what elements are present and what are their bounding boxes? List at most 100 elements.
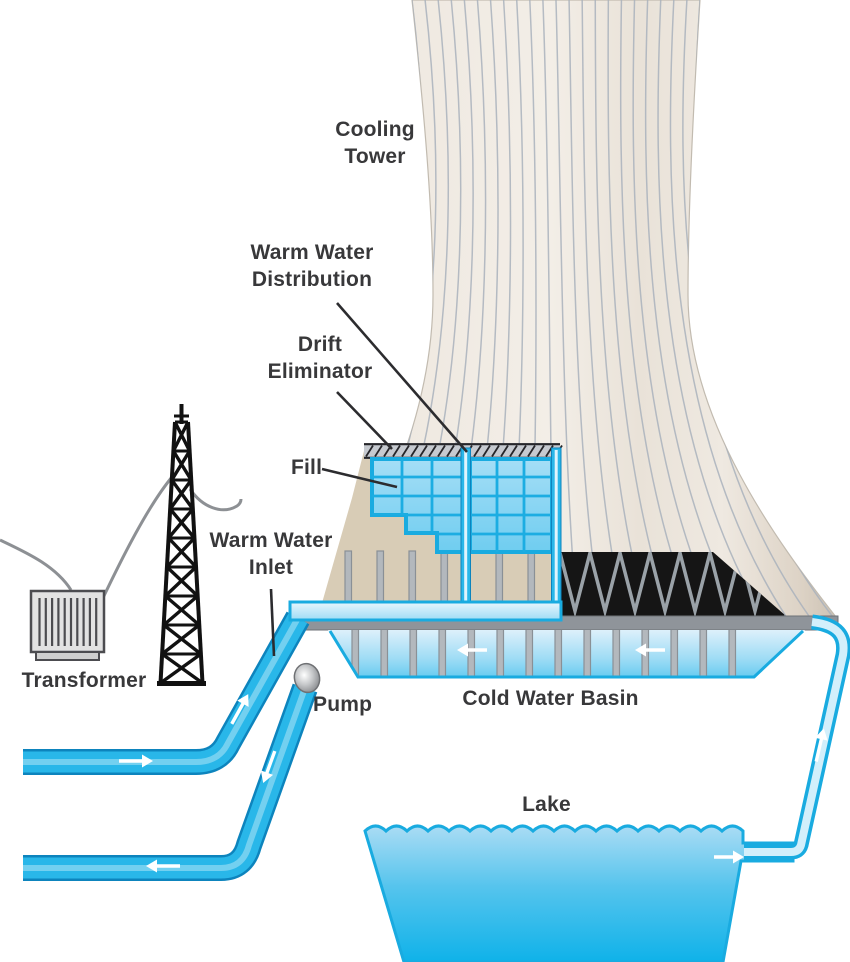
drift-eliminator-label-line2: Eliminator — [267, 360, 373, 383]
tower-brace — [161, 623, 201, 656]
leader-warm-water-inlet — [269, 588, 276, 657]
arrow-head — [142, 754, 153, 768]
fill-assembly — [370, 447, 562, 615]
basin-column — [525, 630, 534, 678]
warm-water-supply-arrow — [119, 754, 153, 768]
leader-warm-water-distribution — [336, 302, 468, 453]
arrow-head — [635, 643, 646, 657]
hatch-line — [401, 445, 410, 457]
hatch-line — [527, 445, 536, 457]
fill-panel-right — [468, 457, 554, 554]
arrow-head — [815, 728, 828, 741]
hatch-line — [536, 445, 545, 457]
hatch-line — [428, 445, 437, 457]
transformer-label-text: Transformer — [21, 669, 147, 692]
basin-column — [380, 630, 389, 678]
shell-rib — [632, 0, 718, 617]
hatch-line — [509, 445, 518, 457]
warm-water-riser-center-highlight — [464, 450, 468, 612]
warm-water-channel — [288, 600, 563, 622]
cold-water-return-arrow — [146, 859, 180, 873]
hatch-line — [518, 445, 527, 457]
basin-column — [612, 630, 621, 678]
arrow-head — [457, 643, 468, 657]
fill-label-text: Fill — [291, 456, 323, 479]
hatch-line — [410, 445, 419, 457]
flow-arrows — [119, 643, 828, 873]
shell-rib — [619, 0, 695, 617]
shell-rib — [581, 0, 625, 617]
lake-label-text: Lake — [522, 793, 571, 816]
hatch-line — [374, 445, 383, 457]
pump-discharge-arrow — [260, 750, 277, 783]
shell-rib — [607, 0, 671, 617]
warm-water-distribution-label-line1: Warm Water — [250, 241, 374, 264]
hatch-line — [446, 445, 455, 457]
basin-column — [670, 630, 679, 678]
lake-pipe-body — [744, 618, 848, 856]
power-line-transformer-to-tower — [100, 476, 174, 601]
basin-column — [728, 630, 737, 678]
transmission-tower-icon — [157, 404, 206, 686]
hatch-line — [500, 445, 509, 457]
basin-column — [409, 630, 418, 678]
cooling-tower-label-line2: Tower — [344, 145, 406, 168]
drift-eliminator-label: Drift Eliminator — [240, 331, 400, 385]
basin-flow-arrow-1 — [457, 643, 487, 657]
shell-rib — [555, 0, 578, 617]
warm-water-riser-arrow — [230, 694, 249, 725]
pump-label-text: Pump — [313, 693, 373, 716]
tower-brace — [167, 507, 195, 540]
lake-riser-arrow — [814, 728, 828, 762]
warm-inlet-pipe-body — [23, 612, 308, 773]
basin-outline — [328, 629, 805, 679]
lake-riser-pipe — [744, 614, 850, 860]
hatch-line — [473, 445, 482, 457]
arrow-head — [260, 770, 274, 783]
hatch-line — [482, 445, 491, 457]
transformer-base — [35, 651, 100, 661]
tower-brace — [168, 479, 193, 510]
tower-brace — [165, 536, 196, 569]
tower-rail-left — [158, 421, 177, 684]
warm-water-inlet-label-line1: Warm Water — [209, 529, 333, 552]
warm-water-inlet-label-line2: Inlet — [248, 556, 294, 579]
arrow-head — [733, 850, 744, 864]
fill-label: Fill — [291, 454, 351, 481]
discharge-pipe-sheen — [23, 686, 308, 871]
tower-brace — [170, 450, 192, 481]
warm-water-distribution-label: Warm Water Distribution — [222, 239, 402, 293]
shell-rib — [644, 0, 741, 617]
warm-water-distribution-label-line2: Distribution — [251, 268, 373, 291]
warm-water-riser-right-highlight — [554, 450, 558, 612]
tower-brace — [164, 565, 198, 598]
lake-label: Lake — [499, 791, 594, 818]
transformer-label: Transformer — [10, 667, 158, 694]
warm-water-inlet-label: Warm Water Inlet — [198, 527, 344, 581]
cooling-tower-label-line1: Cooling — [335, 118, 415, 141]
warm-water-inlet-pipe — [23, 611, 310, 775]
cold-water-basin-label-text: Cold Water Basin — [462, 687, 639, 710]
basin-column — [438, 630, 447, 678]
lake-water — [363, 824, 795, 962]
leader-lines — [269, 302, 468, 657]
pump-icon — [293, 662, 321, 694]
shell-rib — [669, 0, 788, 617]
drift-eliminator-label-line1: Drift — [297, 333, 343, 356]
shell-rib — [568, 0, 601, 617]
transformer-fins — [38, 598, 98, 646]
arrow-head — [237, 694, 249, 707]
basin-water — [328, 630, 805, 678]
basin-flow-arrow-2 — [635, 643, 665, 657]
tower-brace — [171, 421, 190, 452]
cooling-tower-label: Cooling Tower — [305, 116, 445, 170]
discharge-pipe-body — [23, 684, 315, 879]
transformer-icon — [29, 589, 106, 661]
cold-water-basin-label: Cold Water Basin — [448, 685, 653, 712]
hatch-line — [491, 445, 500, 457]
tower-rail-right — [186, 421, 205, 684]
pump-label: Pump — [313, 691, 393, 718]
leader-drift-eliminator — [336, 391, 393, 450]
